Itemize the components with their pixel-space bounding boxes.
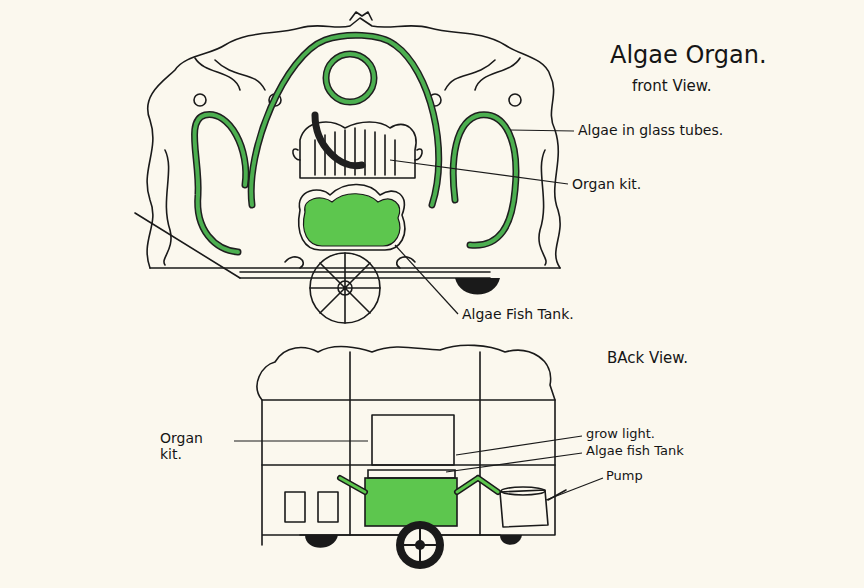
- part-label: grow light.: [586, 427, 655, 442]
- diagram-title: Algae Organ.: [610, 42, 767, 70]
- part-label: BAck View.: [607, 350, 688, 367]
- part-label: front View.: [632, 78, 711, 95]
- part-label: Pump: [606, 469, 643, 484]
- part-label: Algae Fish Tank.: [462, 306, 574, 322]
- part-label: Organ kit.: [160, 430, 224, 462]
- part-label: Algae in glass tubes.: [578, 122, 723, 138]
- part-label: Algae fish Tank: [586, 444, 684, 459]
- part-label: Organ kit.: [572, 176, 641, 192]
